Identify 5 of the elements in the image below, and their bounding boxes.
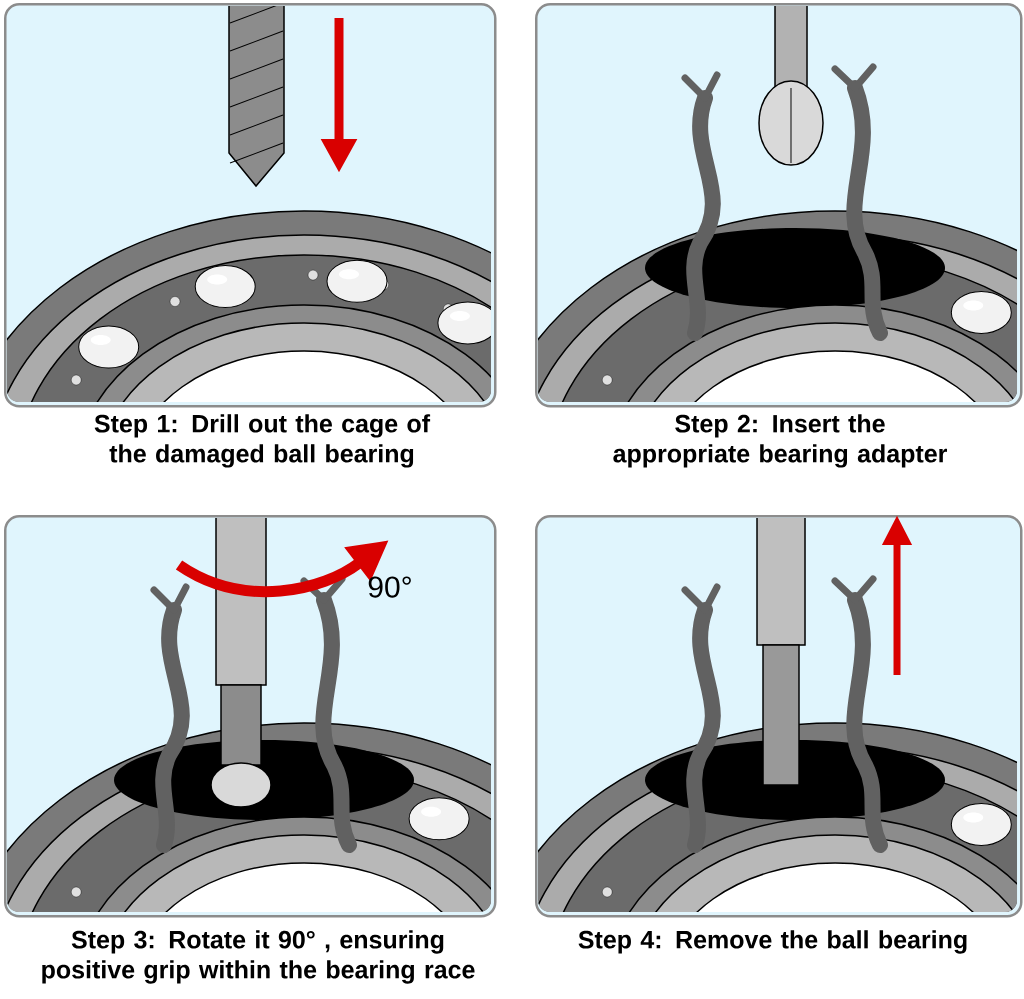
node-label: Step 4: Remove the ball bearing <box>578 930 967 954</box>
node-label: Step 3: Rotate it 90° , ensuring positive grip within the bearing race <box>42 930 475 984</box>
node-label: Step 1: Drill out the cage of the damaged ball bearing <box>94 414 431 468</box>
node-label: Step 2: Insert the appropriate bearing adapter <box>613 414 948 468</box>
angle-label: 90° <box>368 576 411 598</box>
